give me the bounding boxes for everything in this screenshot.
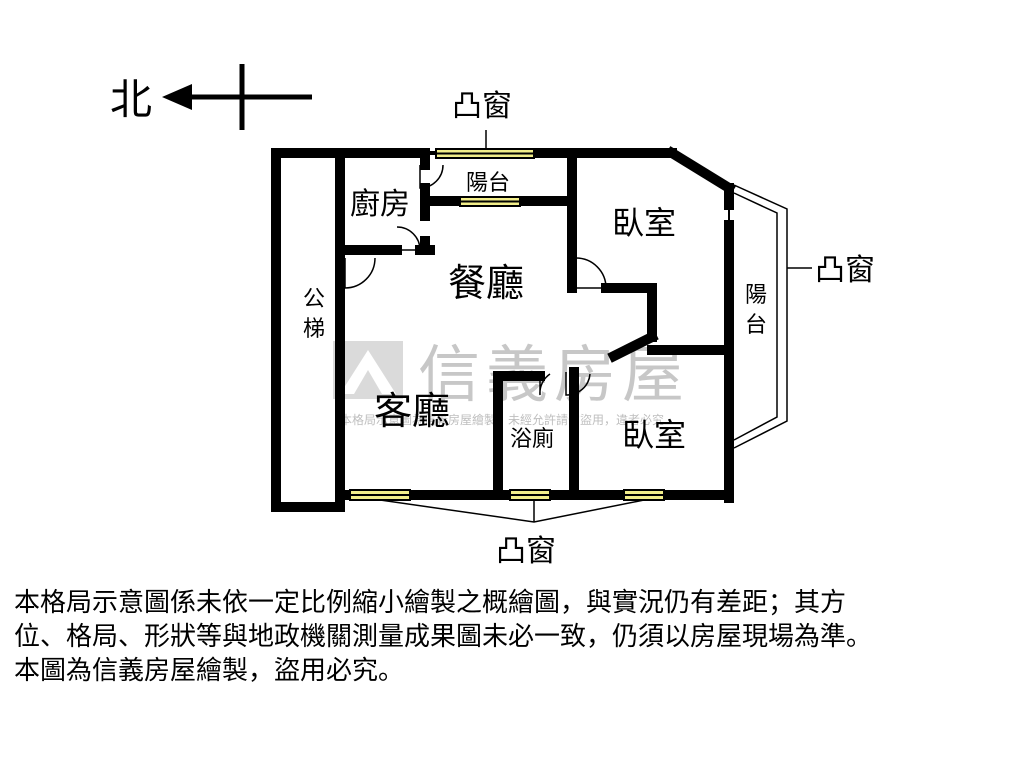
room-bathroom: 浴廁 <box>510 427 554 452</box>
disclaimer-line-2: 位、格局、形狀等與地政機關測量成果圖未必一致，仍須以房屋現場為準。 <box>14 622 873 652</box>
doors <box>344 164 734 396</box>
disclaimer-line-1: 本格局示意圖係未依一定比例縮小繪製之概繪圖，與實況仍有差距；其方 <box>14 588 847 618</box>
bathroom-door <box>539 372 551 396</box>
room-balcony-right: 陽 台 <box>745 283 767 338</box>
room-dining: 餐廳 <box>448 261 524 305</box>
north-compass: 北 <box>110 64 312 130</box>
room-kitchen: 廚房 <box>350 187 410 222</box>
balcony-right-char-1: 陽 <box>745 283 767 308</box>
right-balcony-bay <box>733 184 812 449</box>
bay-window-label-right: 凸窗 <box>815 253 875 288</box>
room-bedroom-2: 臥室 <box>622 416 686 454</box>
room-balcony-top: 陽台 <box>466 171 510 196</box>
bay-window-label-top: 凸窗 <box>452 89 512 124</box>
balcony-right-char-2: 台 <box>745 313 767 338</box>
bottom-window-pointer <box>379 499 645 523</box>
disclaimer: 本格局示意圖係未依一定比例縮小繪製之概繪圖，與實況仍有差距；其方 位、格局、形狀… <box>14 586 1014 688</box>
bedroom1-door <box>575 257 607 289</box>
kitchen-door <box>396 226 421 251</box>
floor-plan: 北 信義房屋 本格局示意圖為信義房屋繪製，未經允許請勿盜用，違者必究 <box>110 64 875 569</box>
room-public-stairs: 公 梯 <box>303 287 325 342</box>
stairs-door <box>344 257 376 289</box>
compass-arrow-icon <box>162 84 192 110</box>
watermark: 信義房屋 本格局示意圖為信義房屋繪製，未經允許請勿盜用，違者必究 <box>333 338 690 427</box>
bedroom2-door <box>565 372 591 396</box>
public-stairs-char-1: 公 <box>303 287 325 312</box>
bay-windows <box>349 148 665 501</box>
north-label: 北 <box>110 75 152 124</box>
kitchen-balcony-door <box>419 164 444 189</box>
room-bedroom-1: 臥室 <box>612 204 676 242</box>
public-stairs-wall <box>271 148 345 512</box>
room-living: 客廳 <box>374 389 450 433</box>
disclaimer-line-3: 本圖為信義房屋繪製，盜用必究。 <box>14 656 405 686</box>
public-stairs-char-2: 梯 <box>303 317 325 342</box>
bay-window-label-bottom: 凸窗 <box>496 534 556 569</box>
watermark-brand: 信義房屋 <box>418 338 690 411</box>
